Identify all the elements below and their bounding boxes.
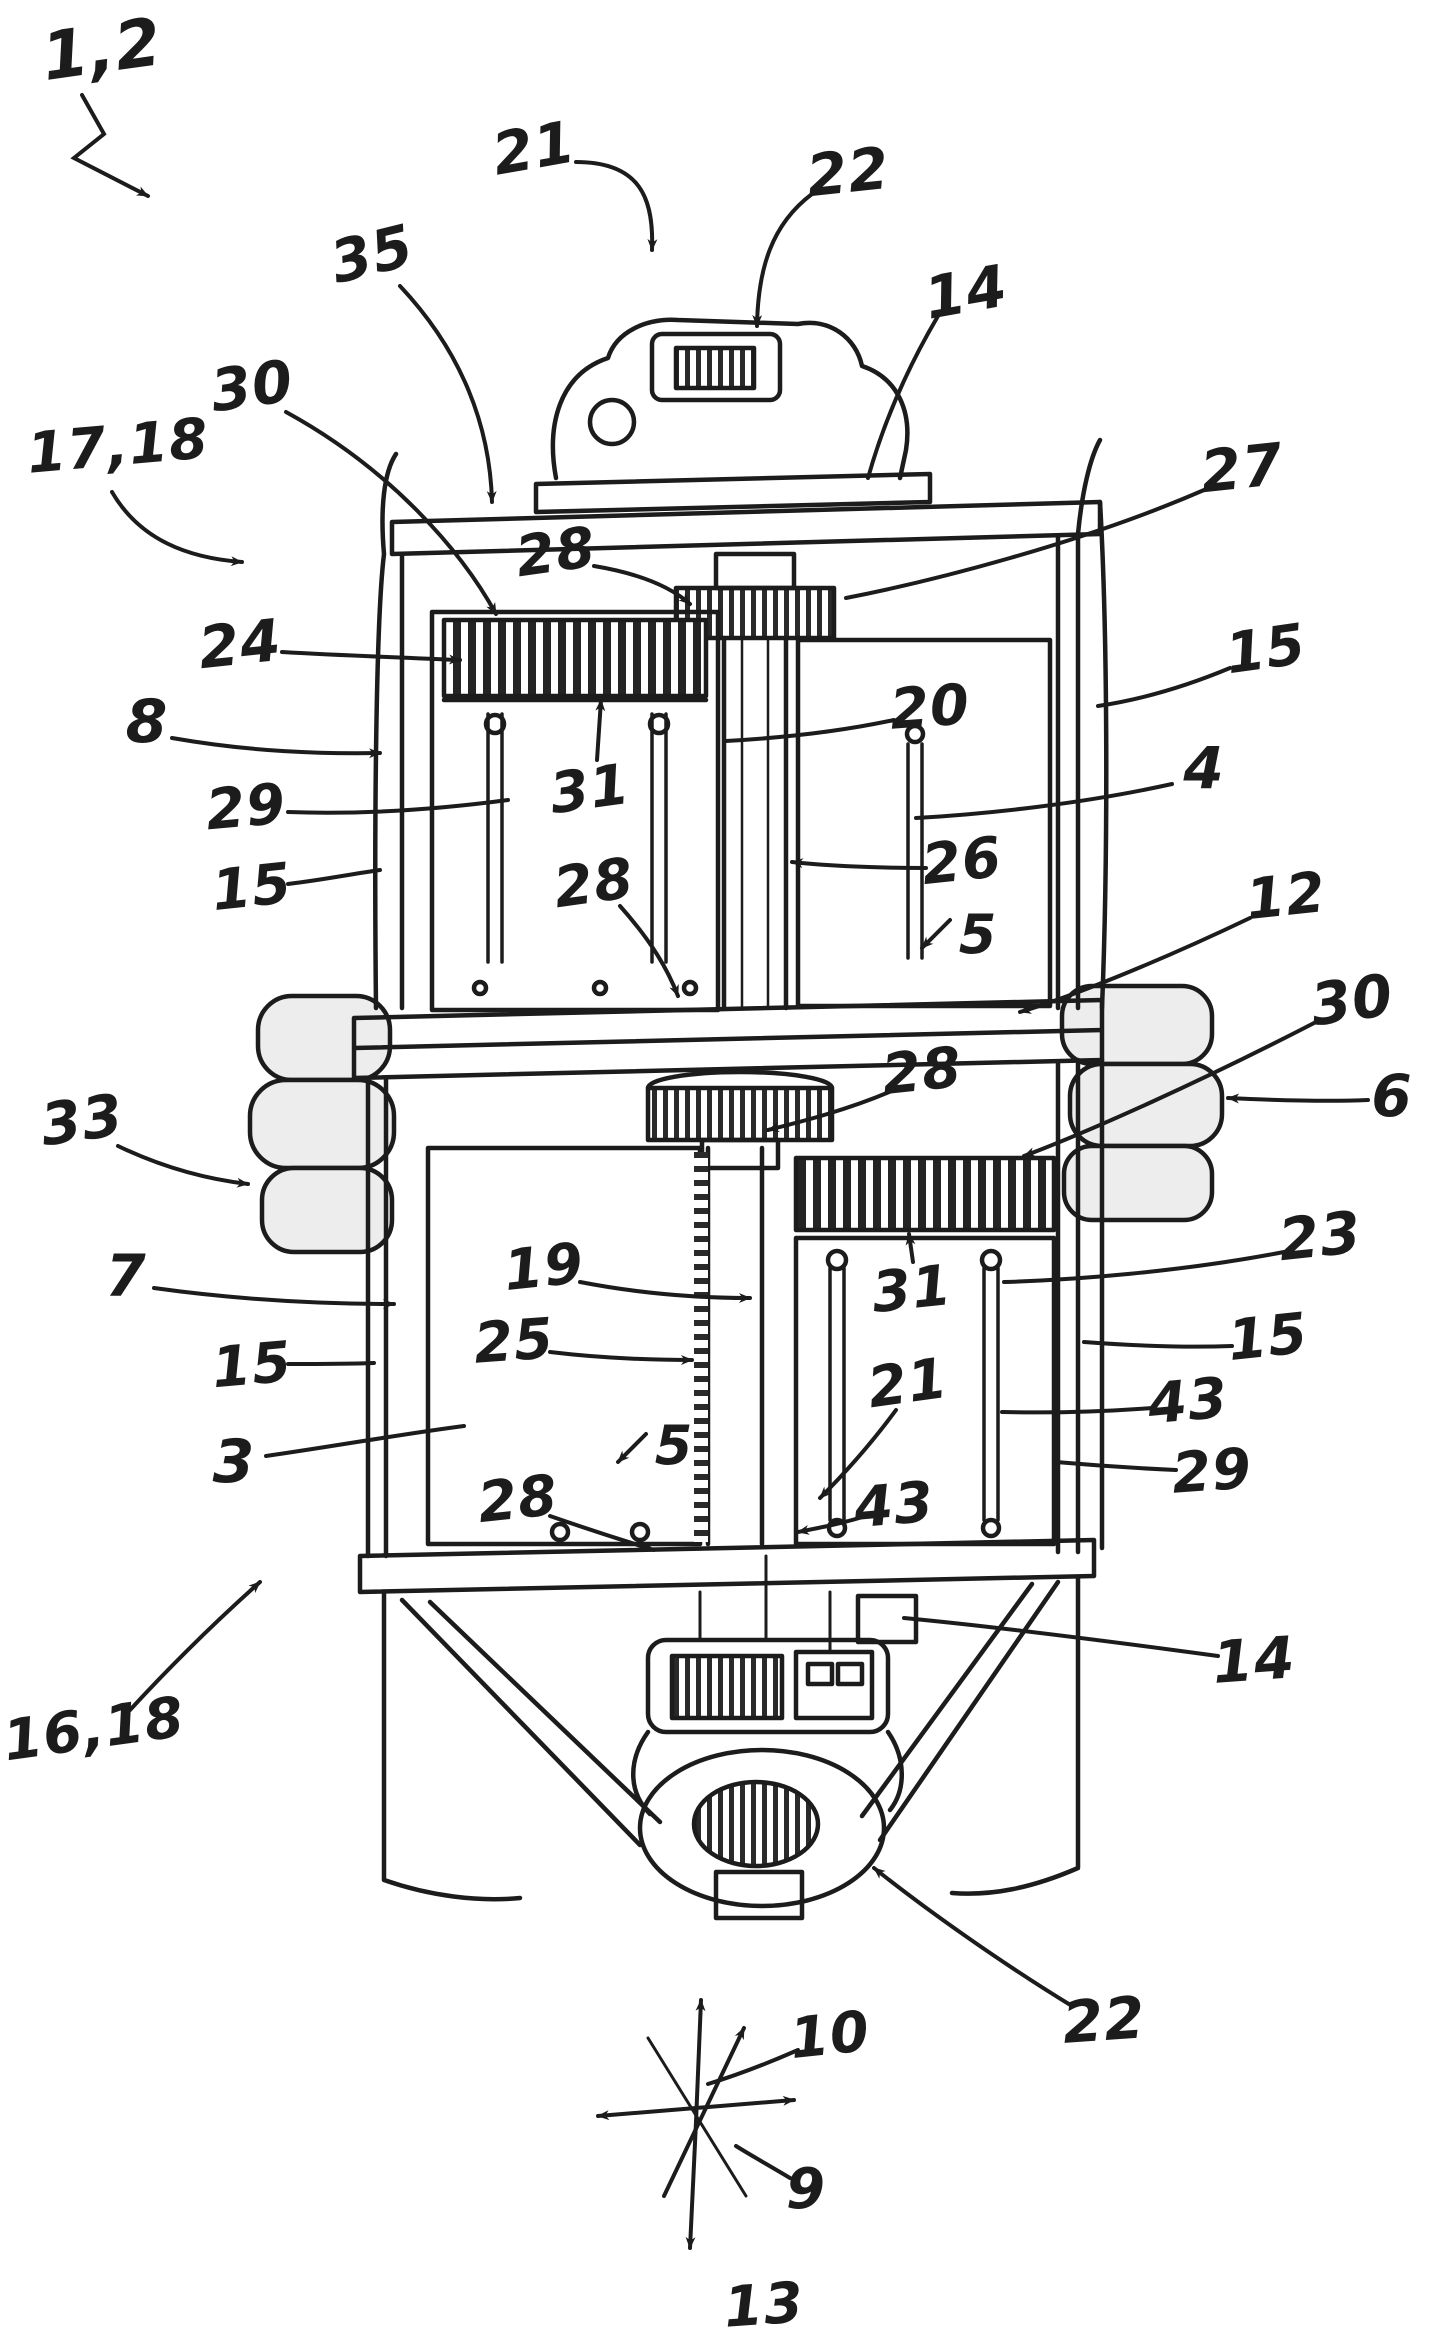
leader-line-16-18 xyxy=(128,1580,262,1712)
leader-line-3 xyxy=(264,1424,466,1458)
leader-line-31 xyxy=(905,1232,916,1264)
left-cooling-fins xyxy=(247,993,397,1255)
upper-left-wall xyxy=(373,451,405,1011)
leader-line-28 xyxy=(618,904,680,998)
leader-line-43 xyxy=(796,1514,868,1535)
upper-stator-laminations xyxy=(441,617,709,699)
upper-right-wall xyxy=(1055,437,1109,1011)
right-skirt xyxy=(859,1575,1081,1896)
leader-line-30 xyxy=(1022,1020,1318,1158)
lower-right-chamber xyxy=(793,1235,1057,1547)
leader-line-28 xyxy=(548,1514,656,1552)
leader-line-30 xyxy=(284,410,498,616)
lower-left-wall xyxy=(365,1075,389,1559)
leader-line-15 xyxy=(286,868,382,886)
left-skirt xyxy=(381,1591,663,1902)
leader-line-23 xyxy=(1002,1250,1286,1284)
lower-bolt-heads xyxy=(549,1248,1003,1543)
bottom-motor-box xyxy=(793,1649,875,1721)
leader-line-35 xyxy=(398,284,497,504)
bottom-motor-terminals xyxy=(805,1661,865,1687)
leader-line-24 xyxy=(280,650,462,665)
leader-line-19 xyxy=(578,1280,752,1303)
lower-left-chamber xyxy=(425,1145,703,1547)
upper-stator-bolts xyxy=(486,712,668,964)
leader-line-9 xyxy=(734,2144,792,2180)
bottom-cap xyxy=(637,1747,887,1909)
lower-bottom-plate xyxy=(357,1537,1097,1595)
leader-line-12 xyxy=(1018,916,1252,1014)
axis-diagonal-2 xyxy=(646,2036,748,2198)
top-motor-housing xyxy=(550,317,910,481)
leader-line-29 xyxy=(1054,1460,1178,1472)
leader-line-5 xyxy=(920,918,952,950)
leader-line-15 xyxy=(1082,1340,1234,1349)
upper-shaft-collar xyxy=(713,551,797,591)
lower-stator-laminations xyxy=(793,1155,1057,1233)
leader-line-21 xyxy=(574,160,658,252)
leader-line-17-18 xyxy=(110,490,244,567)
leader-line-10 xyxy=(706,2048,800,2086)
leader-line-20 xyxy=(724,718,896,743)
mid-gear-teeth xyxy=(645,1085,835,1143)
leader-line-29 xyxy=(286,798,510,815)
leader-line-22 xyxy=(872,1866,1074,2008)
bottom-struts xyxy=(698,1554,832,1654)
leader-line-25 xyxy=(548,1350,694,1365)
leader-line-43 xyxy=(1000,1406,1154,1415)
leader-line-27 xyxy=(844,488,1206,600)
leader-line-26 xyxy=(790,858,928,870)
leader-line-15 xyxy=(1096,666,1232,708)
axis-horizontal-left xyxy=(596,2106,698,2121)
upper-right-chamber xyxy=(795,637,1053,1009)
top-motor-boss xyxy=(587,397,637,447)
mid-plate xyxy=(351,997,1105,1081)
top-motor-cap xyxy=(649,331,783,403)
right-cooling-fins xyxy=(1059,983,1225,1223)
leader-line-22 xyxy=(752,192,814,328)
upper-shaft-inner-lines xyxy=(740,636,770,1010)
leader-line-21 xyxy=(818,1408,898,1500)
lower-shaft-teeth xyxy=(694,1152,708,1542)
leader-lines-layer xyxy=(70,93,1370,2180)
axis-vertical-up xyxy=(694,1998,706,2124)
leader-line-15 xyxy=(286,1361,376,1366)
leader-line-14 xyxy=(866,314,940,480)
leader-line-8 xyxy=(170,736,382,759)
leader-line-33 xyxy=(116,1144,250,1188)
upper-shaft xyxy=(721,635,789,1011)
lower-bolts xyxy=(828,1266,1000,1522)
leader-line-14 xyxy=(902,1616,1220,1658)
bottom-cap-core xyxy=(691,1779,821,1869)
axis-glyph xyxy=(596,1998,796,2250)
upper-right-rod xyxy=(906,742,924,960)
top-mount-plate xyxy=(533,471,933,515)
lower-shaft xyxy=(705,1145,765,1547)
upper-top-plate xyxy=(389,499,1103,557)
leader-line-1-2 xyxy=(70,93,150,198)
machine-drawing xyxy=(247,317,1225,2250)
upper-bolt-heads xyxy=(471,712,699,997)
mid-gear-hub xyxy=(699,1137,781,1171)
bottom-cap-foot xyxy=(713,1869,805,1921)
top-motor-core xyxy=(673,345,757,391)
leader-line-28 xyxy=(766,1088,896,1133)
leader-line-31 xyxy=(595,698,606,762)
axis-vertical-down xyxy=(685,2120,698,2250)
leader-line-28 xyxy=(592,564,692,606)
bottom-motor-core xyxy=(669,1653,785,1721)
upper-stator-chamber xyxy=(429,609,721,1013)
leader-line-6 xyxy=(1226,1093,1370,1104)
axis-diagonal xyxy=(662,2026,746,2198)
leader-line-4 xyxy=(914,782,1174,820)
bottom-motor-body xyxy=(645,1637,891,1735)
leader-line-7 xyxy=(152,1286,396,1309)
upper-right-rod-head xyxy=(904,723,926,745)
leader-line-5 xyxy=(616,1432,648,1464)
axis-horizontal-right xyxy=(694,2095,796,2110)
